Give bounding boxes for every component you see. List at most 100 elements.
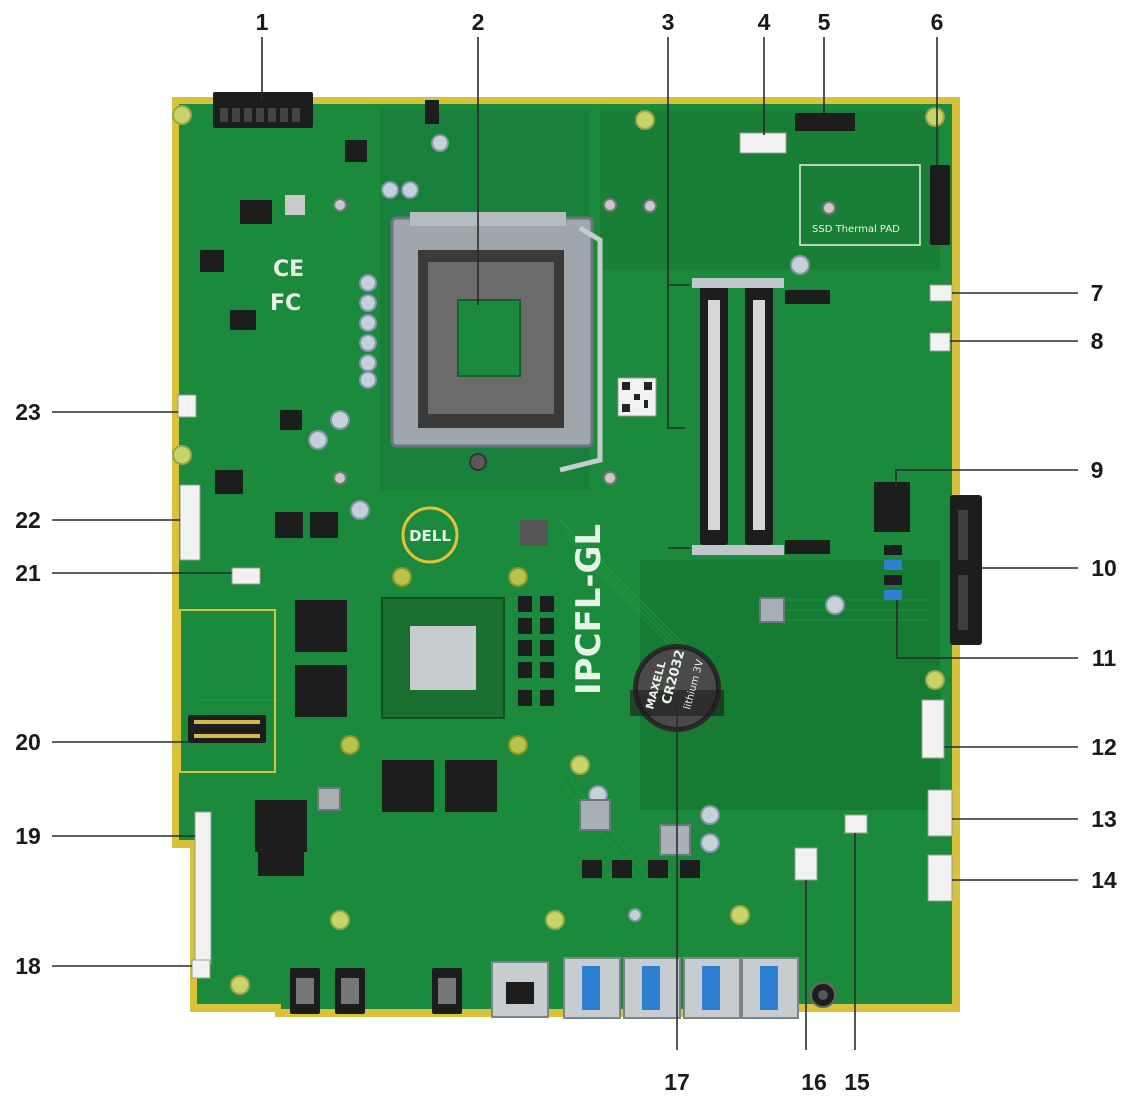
cpu-socket-top-hinge bbox=[410, 212, 566, 226]
standoff-holes bbox=[340, 567, 528, 755]
ce-mark: CE bbox=[273, 257, 304, 282]
inductors bbox=[317, 597, 785, 856]
cpu-socket-screw bbox=[469, 453, 487, 471]
callout-19: 19 bbox=[15, 823, 41, 849]
connector-14 bbox=[927, 854, 953, 902]
callout-22: 22 bbox=[15, 507, 41, 533]
callout-17: 17 bbox=[664, 1069, 690, 1095]
callout-18: 18 bbox=[15, 953, 41, 979]
standoff bbox=[392, 567, 412, 587]
callout-21: 21 bbox=[15, 560, 41, 586]
motherboard: SSD Thermal PAD CE FC bbox=[163, 92, 982, 1019]
callout-7: 7 bbox=[1091, 280, 1104, 306]
callout-11: 11 bbox=[1092, 645, 1117, 671]
mounting-hole bbox=[172, 445, 192, 465]
callout-1: 1 bbox=[256, 9, 269, 35]
callout-labels: 1 2 3 4 5 6 7 8 9 10 11 12 13 14 15 16 1… bbox=[15, 9, 1117, 1095]
screw-hole bbox=[603, 198, 617, 212]
callout-5: 5 bbox=[818, 9, 831, 35]
svg-text:DELL: DELL bbox=[409, 527, 451, 545]
screw-holes bbox=[333, 198, 836, 485]
standoff bbox=[340, 735, 360, 755]
callout-12: 12 bbox=[1091, 734, 1117, 760]
connector-13 bbox=[927, 789, 953, 837]
callout-4: 4 bbox=[758, 9, 771, 35]
standoff bbox=[508, 735, 528, 755]
dell-logo: DELL bbox=[401, 506, 459, 564]
ssd-thermal-pad bbox=[799, 164, 921, 246]
screw-hole bbox=[822, 201, 836, 215]
standoff bbox=[508, 567, 528, 587]
callout-13: 13 bbox=[1091, 806, 1117, 832]
callout-8: 8 bbox=[1091, 328, 1104, 354]
connector-8 bbox=[929, 332, 951, 352]
connector-5 bbox=[795, 113, 855, 131]
header-area bbox=[874, 482, 910, 532]
mounting-hole bbox=[545, 910, 565, 930]
connector-23 bbox=[177, 394, 197, 418]
screw-hole bbox=[333, 198, 347, 212]
m2-wlan-slot-pins bbox=[194, 720, 260, 738]
callout-6: 6 bbox=[931, 9, 944, 35]
cpu-socket-lever bbox=[559, 225, 603, 473]
cpu-socket bbox=[390, 212, 603, 473]
callout-10: 10 bbox=[1091, 555, 1117, 581]
coin-cell-battery: CR2032 MAXELL lithium 3V bbox=[630, 644, 724, 732]
mounting-hole bbox=[925, 107, 945, 127]
m2-wlan-area bbox=[179, 609, 276, 773]
connector-7 bbox=[929, 284, 953, 302]
fc-mark: FC bbox=[270, 291, 301, 316]
capacitors bbox=[308, 134, 845, 995]
connector-12 bbox=[921, 699, 945, 759]
connector-4 bbox=[739, 132, 787, 154]
screw-hole bbox=[603, 471, 617, 485]
rear-io bbox=[290, 957, 836, 1019]
mounting-hole bbox=[925, 670, 945, 690]
mounting-hole bbox=[230, 975, 250, 995]
ssd-thermal-pad-label: SSD Thermal PAD bbox=[812, 224, 900, 235]
connector-19 bbox=[194, 811, 212, 965]
intrusion-switch bbox=[425, 100, 439, 124]
leader-lines bbox=[52, 37, 1078, 1050]
callout-14: 14 bbox=[1091, 867, 1117, 893]
callout-16: 16 bbox=[801, 1069, 827, 1095]
qr-code-pattern bbox=[622, 382, 652, 412]
connector-22 bbox=[179, 484, 201, 561]
screw-hole bbox=[333, 471, 347, 485]
memory-chips bbox=[255, 600, 497, 852]
ethernet-port bbox=[491, 961, 549, 1018]
callout-2: 2 bbox=[472, 9, 485, 35]
callout-20: 20 bbox=[15, 729, 41, 755]
connector-21 bbox=[231, 567, 261, 585]
jumper-pins bbox=[884, 545, 902, 600]
connector-15 bbox=[844, 814, 868, 834]
mounting-hole bbox=[635, 110, 655, 130]
leader-9 bbox=[895, 469, 1078, 487]
leader-3 bbox=[667, 37, 690, 549]
mounting-hole bbox=[330, 910, 350, 930]
callout-23: 23 bbox=[15, 399, 41, 425]
sata-connector bbox=[950, 495, 982, 645]
leader-11 bbox=[896, 600, 1078, 659]
gpu-die bbox=[410, 626, 476, 690]
connector-18 bbox=[191, 959, 211, 979]
power-connector-pins bbox=[220, 108, 300, 122]
board-model-label: IPCFL-GL bbox=[569, 524, 609, 695]
mounting-hole bbox=[172, 105, 192, 125]
m2-wlan-slot bbox=[188, 715, 266, 743]
m2-ssd-slot bbox=[930, 165, 950, 245]
mounting-hole bbox=[570, 755, 590, 775]
smd-chips bbox=[200, 140, 548, 546]
callout-15: 15 bbox=[844, 1069, 870, 1095]
cpu-socket-center bbox=[457, 299, 521, 377]
callout-3: 3 bbox=[662, 9, 675, 35]
mounting-hole bbox=[730, 905, 750, 925]
power-mosfets bbox=[518, 596, 700, 878]
controller-chip bbox=[258, 830, 304, 876]
screw-hole bbox=[643, 199, 657, 213]
sodimm-slots bbox=[692, 278, 830, 555]
connector-16 bbox=[794, 847, 818, 881]
mounting-holes bbox=[172, 105, 945, 995]
callout-9: 9 bbox=[1091, 457, 1104, 483]
